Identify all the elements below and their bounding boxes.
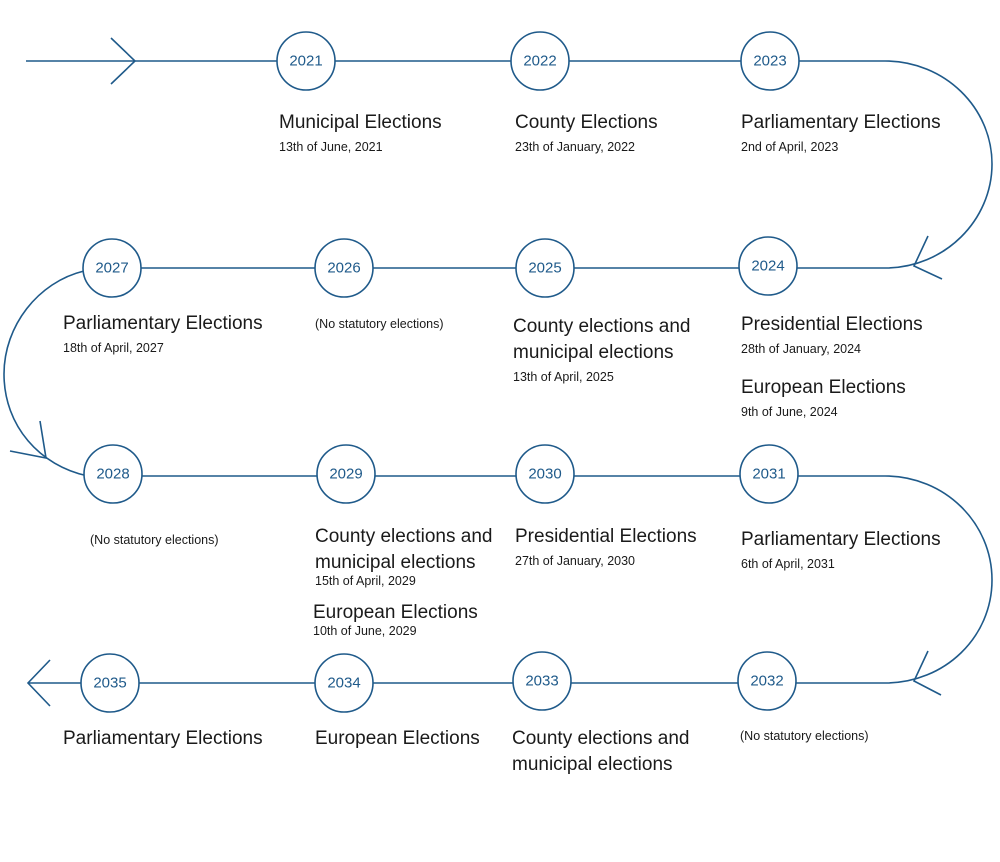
event-title-line-2: municipal elections	[512, 754, 673, 775]
event-2025: County elections and municipal elections…	[513, 314, 690, 386]
year-node-2022: 2022	[510, 31, 570, 91]
event-title: Parliamentary Elections	[741, 112, 941, 133]
year-label: 2029	[329, 466, 362, 483]
timeline-curve-right-2	[795, 475, 993, 684]
year-label: 2028	[96, 466, 129, 483]
event-2028: (No statutory elections)	[90, 531, 219, 549]
year-node-2030: 2030	[515, 444, 575, 504]
event-title: European Elections	[315, 728, 480, 749]
start-arrow-icon	[110, 37, 137, 85]
year-node-2031: 2031	[739, 444, 799, 504]
year-label: 2022	[523, 53, 556, 70]
year-node-2024: 2024	[738, 236, 798, 296]
event-2024-presidential: Presidential Elections 28th of January, …	[741, 312, 923, 358]
event-title: Presidential Elections	[515, 526, 697, 547]
event-date: 10th of June, 2029	[313, 624, 417, 638]
event-2035: Parliamentary Elections	[63, 726, 263, 752]
event-date: 13th of June, 2021	[279, 140, 383, 154]
no-elections-note: (No statutory elections)	[90, 533, 219, 547]
year-node-2029: 2029	[316, 444, 376, 504]
year-node-2034: 2034	[314, 653, 374, 713]
year-label: 2035	[93, 675, 126, 692]
no-elections-note: (No statutory elections)	[315, 317, 444, 331]
year-node-2028: 2028	[83, 444, 143, 504]
event-2026: (No statutory elections)	[315, 315, 444, 333]
curve-arrow-icon	[912, 650, 942, 696]
event-date: 28th of January, 2024	[741, 342, 861, 356]
year-node-2032: 2032	[737, 651, 797, 711]
year-label: 2030	[528, 466, 561, 483]
year-label: 2026	[327, 260, 360, 277]
curve-arrow-icon	[912, 235, 943, 280]
event-date: 15th of April, 2029	[315, 574, 416, 588]
year-label: 2031	[752, 466, 785, 483]
event-2029-county-municipal: County elections and municipal elections…	[315, 524, 492, 590]
event-date: 6th of April, 2031	[741, 557, 835, 571]
event-2033: County elections and municipal elections	[512, 726, 689, 778]
event-2024-european: European Elections 9th of June, 2024	[741, 375, 906, 421]
year-label: 2027	[95, 260, 128, 277]
year-label: 2024	[751, 258, 784, 275]
year-node-2027: 2027	[82, 238, 142, 298]
event-2031: Parliamentary Elections 6th of April, 20…	[741, 527, 941, 573]
timeline-curve-right-1	[797, 60, 993, 269]
event-date: 9th of June, 2024	[741, 405, 838, 419]
year-label: 2023	[753, 53, 786, 70]
event-title-line-2: municipal elections	[513, 342, 674, 363]
event-title: European Elections	[741, 377, 906, 398]
event-date: 27th of January, 2030	[515, 554, 635, 568]
year-label: 2025	[528, 260, 561, 277]
no-elections-note: (No statutory elections)	[740, 729, 869, 743]
timeline-curve-left-1	[3, 270, 89, 477]
event-title: Parliamentary Elections	[63, 313, 263, 334]
event-2023: Parliamentary Elections 2nd of April, 20…	[741, 110, 941, 156]
event-date: 18th of April, 2027	[63, 341, 164, 355]
event-title-line-2: municipal elections	[315, 552, 476, 573]
event-2021: Municipal Elections 13th of June, 2021	[279, 110, 442, 156]
year-node-2021: 2021	[276, 31, 336, 91]
event-title: Parliamentary Elections	[741, 529, 941, 550]
event-title: Municipal Elections	[279, 112, 442, 133]
event-2029-european: European Elections 10th of June, 2029	[313, 600, 478, 640]
event-title-line-1: County elections and	[513, 316, 691, 337]
year-label: 2033	[525, 673, 558, 690]
event-2030: Presidential Elections 27th of January, …	[515, 524, 697, 570]
event-title: County Elections	[515, 112, 658, 133]
event-date: 23th of January, 2022	[515, 140, 635, 154]
year-node-2033: 2033	[512, 651, 572, 711]
event-title: Parliamentary Elections	[63, 728, 263, 749]
event-2032: (No statutory elections)	[740, 727, 869, 745]
year-node-2035: 2035	[80, 653, 140, 713]
year-node-2026: 2026	[314, 238, 374, 298]
event-date: 13th of April, 2025	[513, 370, 614, 384]
year-node-2023: 2023	[740, 31, 800, 91]
event-2022: County Elections 23th of January, 2022	[515, 110, 658, 156]
curve-arrow-icon	[9, 420, 47, 460]
year-node-2025: 2025	[515, 238, 575, 298]
year-label: 2021	[289, 53, 322, 70]
event-title-line-1: County elections and	[512, 728, 690, 749]
event-title: European Elections	[313, 602, 478, 623]
event-title-line-1: County elections and	[315, 526, 493, 547]
year-label: 2034	[327, 675, 360, 692]
end-arrow-icon	[26, 659, 51, 707]
year-label: 2032	[750, 673, 783, 690]
event-2027: Parliamentary Elections 18th of April, 2…	[63, 311, 263, 357]
event-2034: European Elections	[315, 726, 480, 752]
event-title: Presidential Elections	[741, 314, 923, 335]
event-date: 2nd of April, 2023	[741, 140, 839, 154]
